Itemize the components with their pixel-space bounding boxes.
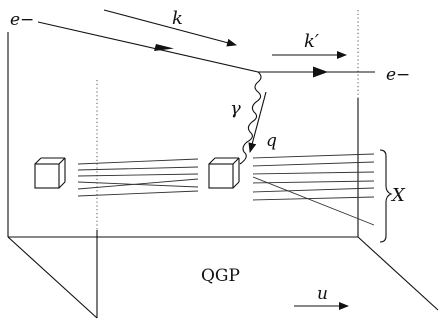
- floor-right-edge: [357, 236, 439, 311]
- qgp-label: QGP: [201, 266, 240, 286]
- incoming-electron-line: [37, 21, 259, 73]
- k-prime-label: k′: [304, 31, 319, 52]
- floor-left-edge: [7, 236, 98, 319]
- gamma-label: γ: [230, 98, 241, 119]
- photon-wavy-line: [239, 71, 262, 165]
- left-cube: [34, 157, 66, 189]
- q-momentum-arrow: [248, 91, 267, 153]
- k-label: k: [172, 8, 183, 29]
- target-cube: [208, 157, 240, 189]
- q-label: q: [266, 131, 277, 151]
- outgoing-electron-line: [258, 66, 375, 78]
- medium-box: [7, 10, 439, 319]
- left-parton-lines: [77, 158, 199, 197]
- final-state-lines: [252, 153, 375, 226]
- outgoing-electron-label: e−: [386, 65, 410, 85]
- k-momentum-arrow: [103, 9, 237, 47]
- incoming-electron-label: e−: [10, 10, 34, 30]
- x-label: X: [390, 185, 406, 206]
- final-state-brace: [379, 149, 393, 243]
- u-label: u: [317, 284, 328, 304]
